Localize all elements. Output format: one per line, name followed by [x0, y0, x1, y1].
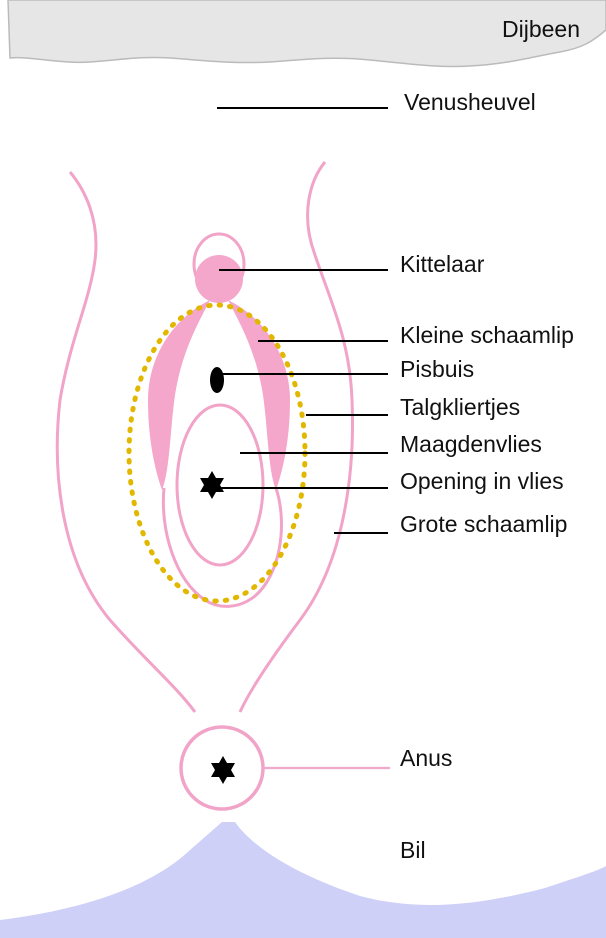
labia-majora-left	[57, 172, 195, 712]
anus-marker	[211, 756, 235, 784]
urethra	[210, 367, 224, 393]
label-kleine-schaamlip: Kleine schaamlip	[400, 322, 574, 348]
labia-majora-right	[240, 162, 352, 712]
clitoris	[195, 255, 243, 303]
label-talgkliertjes: Talgkliertjes	[400, 394, 520, 420]
label-maagdenvlies: Maagdenvlies	[400, 431, 542, 457]
buttock-region	[0, 822, 606, 938]
hymen-opening-marker	[200, 471, 224, 499]
label-kittelaar: Kittelaar	[400, 251, 485, 277]
label-opening-in-vlies: Opening in vlies	[400, 468, 564, 494]
vestibule-outline	[163, 488, 281, 606]
label-grote-schaamlip: Grote schaamlip	[400, 511, 567, 537]
label-bil: Bil	[400, 837, 426, 863]
label-dijbeen: Dijbeen	[502, 16, 580, 42]
label-venusheuvel: Venusheuvel	[404, 89, 536, 115]
label-pisbuis: Pisbuis	[400, 356, 474, 382]
label-anus: Anus	[400, 745, 452, 771]
labia-minora-right	[228, 300, 290, 490]
